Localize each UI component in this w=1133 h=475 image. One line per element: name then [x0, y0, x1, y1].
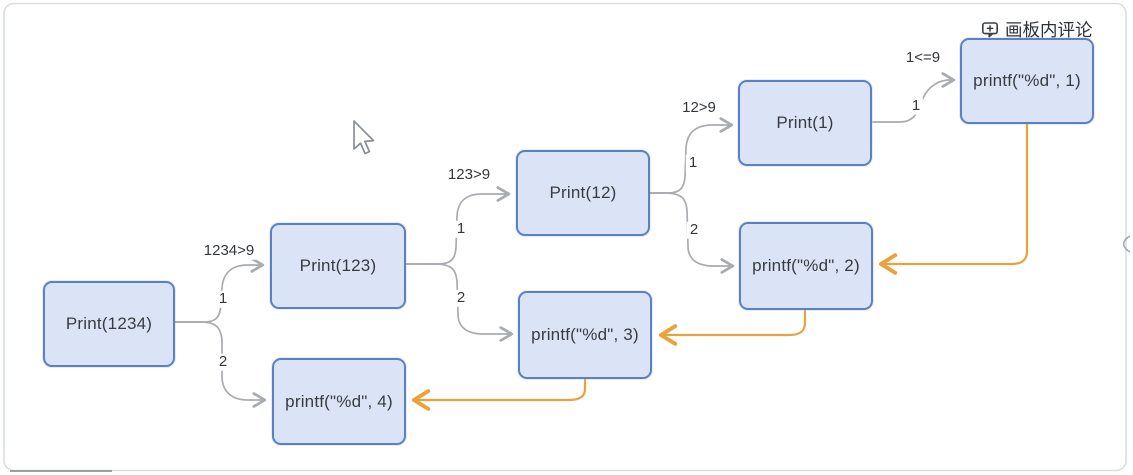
- mouse-cursor: [353, 120, 375, 155]
- comment-button-label: 画板内评论: [1005, 20, 1093, 40]
- node-printf-2[interactable]: printf("%d", 2): [739, 222, 873, 310]
- node-print-1[interactable]: Print(1): [738, 80, 872, 166]
- canvas-comment-button[interactable]: 画板内评论: [981, 17, 1093, 42]
- edge-label-branch-1[interactable]: 1: [685, 154, 701, 172]
- node-label: Print(1): [776, 113, 834, 132]
- edge-label-branch-1[interactable]: 1: [453, 220, 469, 238]
- edge-label-cond-1le9[interactable]: 1<=9: [902, 49, 944, 67]
- node-label: printf("%d", 2): [752, 256, 860, 275]
- node-printf-4[interactable]: printf("%d", 4): [272, 358, 406, 445]
- edge-label-cond-1234gt9[interactable]: 1234>9: [200, 242, 258, 260]
- node-printf-1[interactable]: printf("%d", 1): [960, 38, 1094, 124]
- edge-label-branch-2[interactable]: 2: [215, 353, 231, 371]
- edge-label-branch-2[interactable]: 2: [453, 289, 469, 307]
- node-label: printf("%d", 4): [285, 391, 393, 411]
- node-printf-3[interactable]: printf("%d", 3): [518, 291, 652, 379]
- node-label: Print(123): [299, 256, 377, 275]
- node-label: Print(1234): [65, 314, 153, 333]
- edge-label-cond-12gt9[interactable]: 12>9: [679, 99, 719, 117]
- node-print-123[interactable]: Print(123): [270, 223, 406, 309]
- comment-plus-icon: [981, 22, 998, 38]
- node-label: printf("%d", 1): [973, 71, 1081, 90]
- node-label: printf("%d", 3): [531, 325, 639, 344]
- node-label: Print(12): [549, 183, 617, 202]
- node-print-12[interactable]: Print(12): [516, 150, 650, 236]
- canvas-frame-border: [3, 2, 1127, 472]
- edge-label-branch-1[interactable]: 1: [215, 290, 231, 308]
- frame-right-mark: [1122, 235, 1131, 253]
- edge-label-branch-1[interactable]: 1: [908, 97, 924, 115]
- node-print-1234[interactable]: Print(1234): [43, 281, 175, 367]
- edge-label-cond-123gt9[interactable]: 123>9: [444, 166, 494, 184]
- edge-label-branch-2[interactable]: 2: [686, 221, 702, 239]
